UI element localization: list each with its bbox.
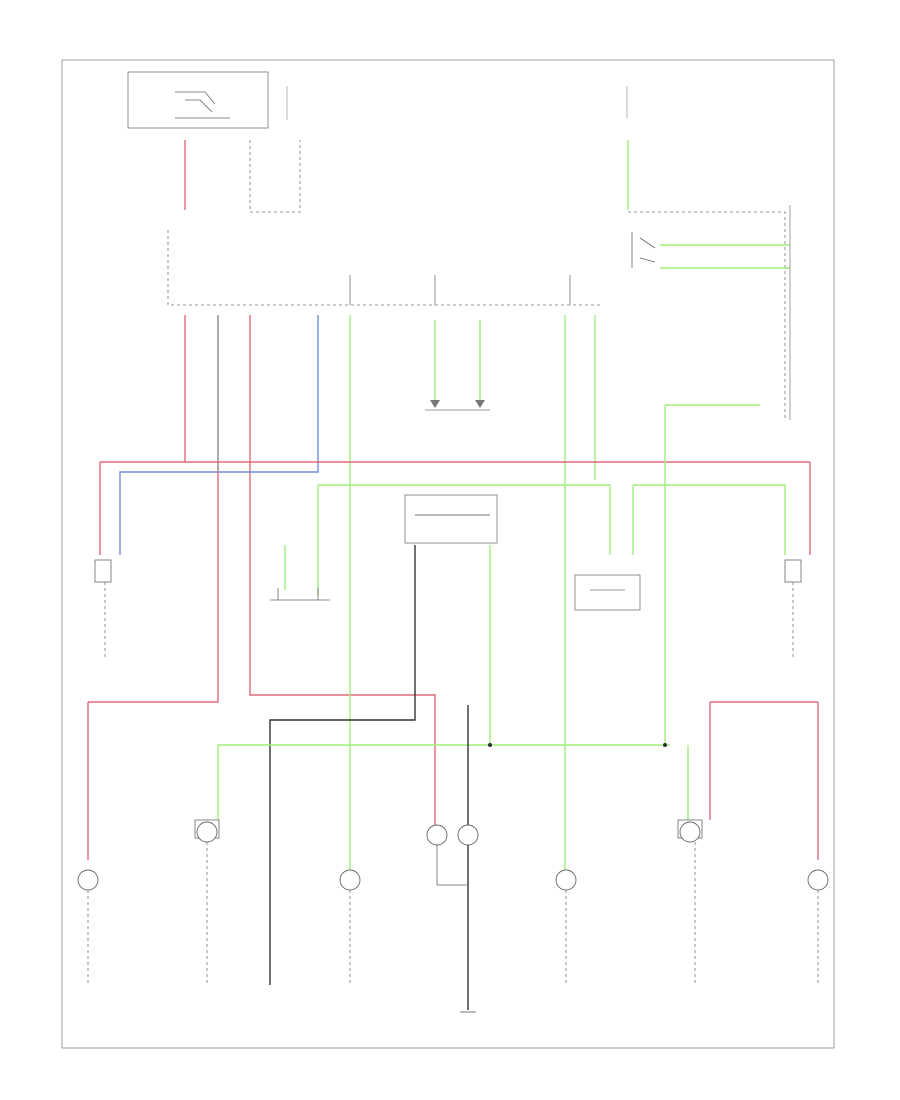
left-rear-marker-light <box>77 869 99 985</box>
left-license-light <box>426 824 468 886</box>
combination-switch <box>127 71 269 129</box>
right-license-light <box>457 824 479 846</box>
left-rear-combination-light <box>194 819 220 985</box>
center-junction-box <box>269 494 498 985</box>
right-front-marker <box>784 559 802 660</box>
diagram-frame <box>61 59 835 1049</box>
right-turn-signal-light <box>555 869 577 985</box>
left-turn-signal-light <box>339 869 361 985</box>
hazard-flasher <box>425 320 490 411</box>
right-rear-combination-light <box>677 819 703 985</box>
brake-light-switch <box>631 205 791 420</box>
turn-signal-flasher <box>167 230 600 306</box>
right-rear-marker-light <box>807 869 829 985</box>
left-front-marker <box>94 559 112 660</box>
lighting-relay <box>574 574 641 611</box>
turn-signal-switch-connector <box>270 545 330 601</box>
